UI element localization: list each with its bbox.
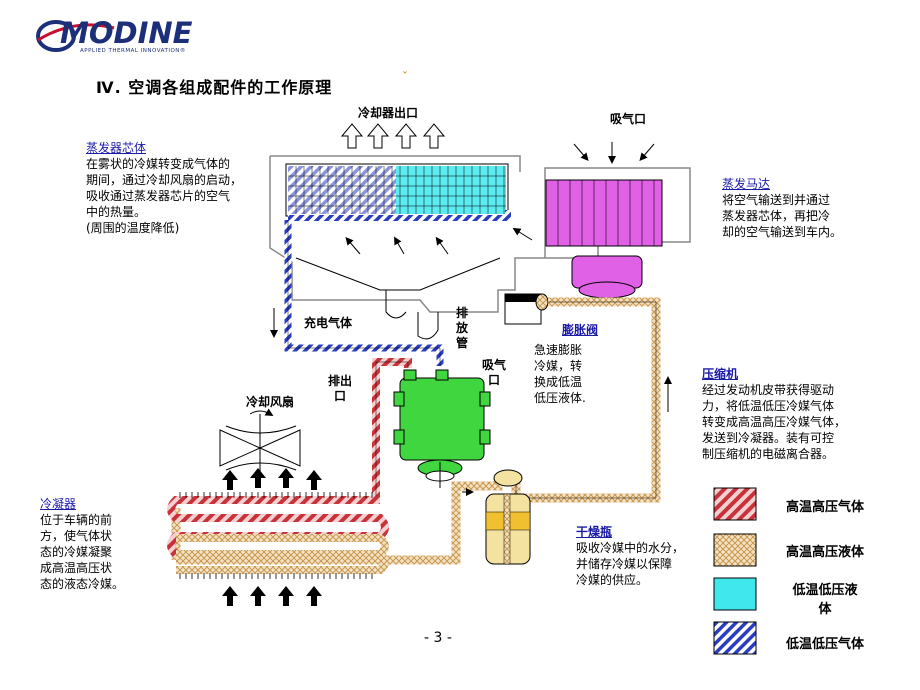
legend-label-hp-gas: 高温高压气体	[785, 500, 864, 515]
label-cooler-outlet: 冷却器出口	[358, 106, 419, 120]
legend-swatch-hp-liquid	[713, 533, 757, 567]
label-suction-port: 吸气口	[482, 358, 507, 387]
callout-compressor: 压缩机 经过发动机皮带获得驱动 力，将低温低压冷媒气体 转变成高温高压冷媒气体，…	[702, 366, 892, 462]
legend-label-lp-gas: 低温低压气体	[785, 637, 864, 652]
label-cooling-fan: 冷却风扇	[246, 395, 295, 409]
callout-expansion-valve-body: 急速膨胀 冷媒，转 换成低温 低压液体.	[534, 343, 586, 405]
callout-heading: 压缩机	[702, 367, 739, 381]
callout-heading: 蒸发器芯体	[86, 141, 147, 155]
callout-heading: 膨胀阀	[562, 323, 599, 337]
modine-logo: MODINE APPLIED THERMAL INNOVATION®	[34, 14, 214, 56]
airflow-arrows	[270, 142, 655, 338]
discharge-line	[176, 358, 412, 504]
label-charge-gas: 充电气体	[304, 316, 353, 330]
legend-swatch-hp-gas	[713, 487, 757, 521]
callout-heading: 蒸发马达	[722, 177, 771, 191]
callout-receiver-drier: 干燥瓶 吸收冷媒中的水分， 并储存冷媒以保障 冷媒的供应。	[576, 524, 696, 588]
legend-swatch-lp-liquid	[713, 577, 757, 611]
corner-mark: ˇ	[402, 70, 408, 84]
condenser-air-arrows	[222, 468, 322, 606]
evaporator-core-fins	[288, 166, 506, 214]
callout-condenser: 冷凝器 位于车辆的前 方，使气体状 态的冷媒凝聚 成高温高压状 态的液态冷媒。	[40, 496, 150, 592]
callout-heading: 冷凝器	[40, 497, 77, 511]
logo-tagline: APPLIED THERMAL INNOVATION®	[80, 48, 186, 54]
callout-evaporator-core: 蒸发器芯体 在雾状的冷媒转变成气体的 期间，通过冷却风扇的启动， 吸收通过蒸发器…	[86, 140, 266, 236]
legend-swatch-lp-gas	[713, 621, 757, 655]
receiver-drier	[485, 469, 531, 565]
cooling-fan	[219, 408, 301, 484]
legend-label-hp-liquid: 高温高压液体	[785, 545, 864, 560]
outlet-arrows	[340, 123, 446, 149]
legend-label-lp-liquid: 低温低压液 体	[792, 583, 858, 617]
legend-swatches	[713, 487, 757, 655]
condenser-coils	[167, 492, 389, 579]
compressor	[393, 369, 491, 488]
page-title: Ⅳ. 空调各组成配件的工作原理	[96, 78, 333, 97]
callout-heading: 干燥瓶	[576, 525, 613, 539]
swoosh-icon	[36, 20, 115, 52]
expansion-valve	[504, 293, 549, 325]
label-air-intake: 吸气口	[610, 112, 647, 126]
label-drain-pipe: 排放管	[456, 306, 469, 350]
blower-motor	[545, 179, 663, 299]
callout-expansion-valve: 膨胀阀	[562, 322, 652, 338]
callout-blower-motor: 蒸发马达 将空气输送到并通过 蒸发器芯体，再把冷 却的空气输送到车内。	[722, 176, 902, 240]
evaporator-tubing	[284, 210, 511, 366]
logo-name: MODINE	[60, 16, 193, 50]
page-number: - 3 -	[424, 630, 452, 646]
label-discharge-port: 排出口	[328, 374, 353, 403]
